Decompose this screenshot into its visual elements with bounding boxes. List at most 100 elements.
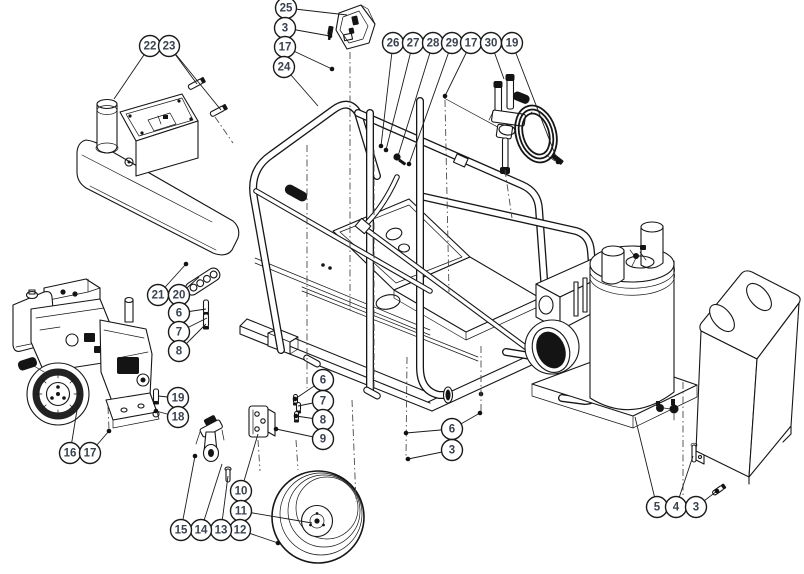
callout-20: 20 [167,276,200,307]
callout-number: 3 [693,502,699,514]
callout-number: 3 [282,23,288,35]
callout-27: 27 [383,31,425,153]
caster-pin [225,468,231,483]
callout-17: 17 [442,31,483,99]
callout-balloon [157,34,181,58]
callout-number: 28 [427,38,440,50]
callout-number: 17 [279,42,292,54]
callout-6: 6 [292,368,335,402]
callout-number: 6 [320,375,326,387]
wheel [271,470,365,564]
callout-28: 28 [397,31,445,157]
callout-3: 3 [405,438,464,462]
callout-4: 4 [664,455,694,519]
hose-fitting [551,154,564,165]
callout-8: 8 [167,323,207,363]
callout-number: 9 [320,434,326,446]
callout-number: 17 [465,38,478,50]
callout-number: 15 [175,525,188,537]
callout-24: 24 [272,55,319,107]
callout-number: 19 [172,393,185,405]
control-panel [335,4,376,50]
callout-19: 19 [157,386,190,410]
callout-number: 7 [320,396,326,408]
callout-number: 4 [673,502,680,514]
callout-10: 10 [229,433,259,503]
cover-shroud [695,270,801,485]
callout-15: 15 [169,453,198,542]
callout-16: 16 [58,403,82,465]
callout-number: 24 [278,62,291,74]
cover-pin [691,444,697,463]
callout-21: 21 [146,261,189,307]
callout-7: 7 [167,317,208,344]
callout-25: 25 [274,0,348,20]
callout-number: 12 [234,525,247,537]
callout-number: 13 [215,525,228,537]
callout-13: 13 [209,475,233,542]
callout-30: 30 [479,31,505,80]
callout-19: 19 [500,31,561,165]
heater-tank [589,260,675,411]
handle-grip [284,184,308,202]
pull-grip [17,357,38,371]
callout-balloon [78,441,102,465]
callout-balloon [684,495,708,519]
callout-number: 16 [64,448,77,460]
callout-number: 26 [387,38,400,50]
hardware [152,25,727,496]
callout-number: 27 [407,38,420,50]
callout-5: 5 [634,416,669,519]
callout-number: 14 [195,525,208,537]
blower-inlet [536,331,566,369]
assembly-dash-lines [107,52,684,503]
fuel-tank [76,93,240,256]
callout-number: 19 [506,38,519,50]
hose-coil [514,104,564,165]
callout-number: 7 [176,327,182,339]
callout-17: 17 [273,35,335,72]
callout-number: 3 [449,445,455,457]
callout-number: 23 [163,41,176,53]
callout-balloon [167,339,191,363]
filler-neck [96,103,118,154]
engine [12,278,160,429]
callout-3: 3 [273,16,333,40]
callout-number: 30 [485,38,498,50]
callout-6: 6 [167,301,207,325]
panel-switch [351,15,359,26]
callout-number: 29 [446,38,459,50]
callout-6: 6 [403,410,483,441]
callout-number: 20 [173,290,186,302]
callout-number: 25 [280,3,293,15]
callout-number: 6 [449,424,455,436]
callout-number: 22 [144,41,157,53]
spray-gun [443,74,533,174]
callout-11: 11 [229,499,313,524]
callout-3: 3 [684,488,720,519]
callout-number: 6 [176,308,182,320]
callout-number: 10 [235,486,248,498]
callout-14: 14 [189,463,223,542]
callout-balloon [500,31,524,55]
callout-number: 5 [654,502,661,514]
callout-26: 26 [378,31,405,149]
callout-number: 21 [152,290,165,302]
caster-assembly [195,415,232,483]
callout-9: 9 [273,426,335,451]
callout-17: 17 [78,428,112,465]
callout-number: 8 [320,415,327,427]
callout-balloon [166,405,190,429]
callout-number: 8 [176,346,183,358]
axle-bracket [248,405,276,438]
callout-23: 23 [157,34,222,111]
callout-balloon [169,518,193,542]
burner-assembly [524,221,698,429]
callout-number: 18 [172,412,185,424]
callout-layer: 25 3 17 24 22 23 26 27 28 29 17 30 19 21 20 6 7 8 19 18 16 17… [58,0,720,546]
callout-29: 29 [406,31,464,167]
callout-number: 17 [84,448,97,460]
callout-balloon [311,427,335,451]
